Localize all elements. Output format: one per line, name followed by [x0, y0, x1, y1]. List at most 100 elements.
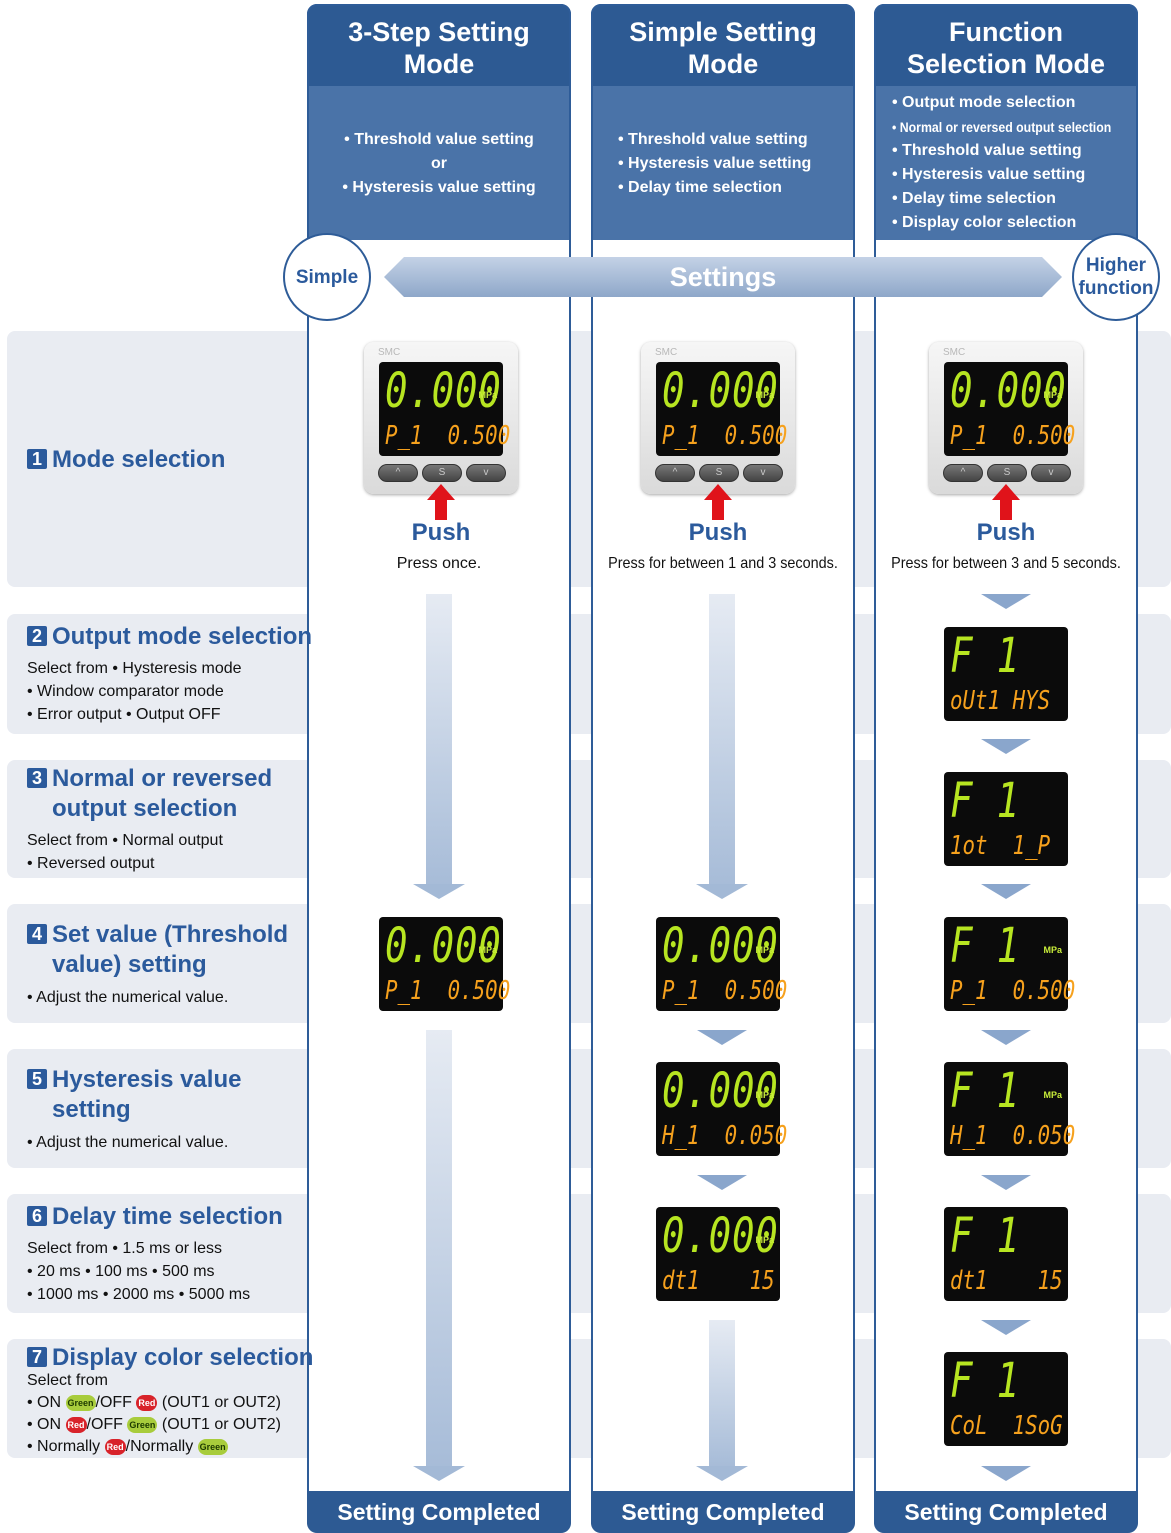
column-description-simple: • Threshold value setting • Hysteresis v…	[591, 86, 855, 240]
down-button[interactable]: v	[743, 464, 783, 482]
row-title-text-line2: output selection	[52, 795, 238, 822]
function-label: function	[1078, 278, 1154, 299]
down-button[interactable]: v	[466, 464, 506, 482]
up-button[interactable]: ^	[943, 464, 983, 482]
row-line: • 20 ms • 100 ms • 500 ms	[27, 1263, 215, 1280]
row-text-delay-time: Select from • 1.5 ms or less • 20 ms • 1…	[27, 1237, 250, 1306]
row-text-set-value: • Adjust the numerical value.	[27, 986, 228, 1009]
red-indicator: Red	[65, 1417, 87, 1433]
push-label: Push	[976, 519, 1036, 546]
row-text-display-color: Select from • ON Green/OFF Red (OUT1 or …	[27, 1370, 281, 1458]
description-item: • Display color selection	[892, 214, 1077, 231]
up-button[interactable]: ^	[378, 464, 418, 482]
row-title-text: Set value (Threshold	[52, 921, 289, 948]
column-title-line1: Simple Setting	[629, 17, 817, 47]
column-title-line2: Selection Mode	[906, 49, 1106, 79]
green-indicator: Green	[197, 1439, 228, 1455]
flow-arrow-shaft	[426, 1030, 452, 1466]
step-chevron	[981, 1175, 1031, 1190]
row-line: Select from	[27, 1372, 108, 1389]
setting-completed-function: Setting Completed	[874, 1491, 1138, 1533]
flow-arrow-head	[413, 884, 465, 899]
step-chevron	[981, 1466, 1031, 1481]
row-title-text: Display color selection	[52, 1344, 314, 1371]
row-title-text-line2: value) setting	[52, 951, 207, 978]
description-item: • Output mode selection	[892, 94, 1076, 111]
row-text-normal-reversed: Select from • Normal output • Reversed o…	[27, 829, 223, 875]
description-item: • Hysteresis value setting	[618, 155, 812, 172]
row-line: • Adjust the numerical value.	[27, 989, 229, 1006]
higher-label: Higher	[1085, 255, 1147, 276]
push-arrow-icon	[704, 484, 732, 520]
row-line: • Reversed output	[27, 855, 155, 872]
column-title-line1: Function	[949, 17, 1063, 47]
set-button[interactable]: S	[987, 464, 1027, 482]
up-button[interactable]: ^	[655, 464, 695, 482]
step-number: 6	[27, 1206, 47, 1226]
column-description-3-step: • Threshold value setting or • Hysteresi…	[307, 86, 571, 240]
device-logo: SMC	[378, 347, 401, 358]
step-number: 7	[27, 1347, 47, 1367]
push-arrow-icon	[992, 484, 1020, 520]
down-button[interactable]: v	[1031, 464, 1071, 482]
device-logo: SMC	[943, 347, 966, 358]
flow-arrow-shaft	[709, 1320, 735, 1466]
device-logo: SMC	[655, 347, 678, 358]
press-instruction: Press for between 3 and 5 seconds.	[891, 555, 1121, 572]
step-chevron	[981, 739, 1031, 754]
description-item: • Hysteresis value setting	[342, 179, 536, 196]
description-item: • Normal or reversed output selection	[892, 119, 1112, 135]
description-item: • Delay time selection	[618, 179, 782, 196]
description-item: • Delay time selection	[892, 190, 1056, 207]
row-line: • 1000 ms • 2000 ms • 5000 ms	[27, 1286, 251, 1303]
description-item: • Threshold value setting	[618, 131, 808, 148]
step-number: 1	[27, 449, 47, 469]
row-line: • Adjust the numerical value.	[27, 1134, 229, 1151]
color-option-line: • ON Red/OFF Green (OUT1 or OUT2)	[27, 1416, 281, 1433]
flow-arrow-head	[696, 1466, 748, 1481]
description-item: • Threshold value setting	[344, 131, 534, 148]
set-button[interactable]: S	[699, 464, 739, 482]
flow-arrow-shaft	[426, 594, 452, 884]
set-button[interactable]: S	[422, 464, 462, 482]
flow-arrow-head	[696, 884, 748, 899]
step-number: 3	[27, 768, 47, 788]
red-indicator: Red	[136, 1395, 158, 1411]
row-line: • Window comparator mode	[27, 683, 224, 700]
step-chevron	[697, 1175, 747, 1190]
step-number: 2	[27, 626, 47, 646]
press-instruction: Press once.	[396, 555, 482, 572]
color-option-line: • Normally Red/Normally Green	[27, 1438, 228, 1455]
setting-completed-simple: Setting Completed	[591, 1491, 855, 1533]
row-title-text: Mode selection	[52, 446, 226, 473]
press-instruction: Press for between 1 and 3 seconds.	[608, 555, 838, 572]
description-item: or	[431, 155, 447, 172]
red-indicator: Red	[104, 1439, 126, 1455]
row-title-text: Normal or reversed	[52, 765, 273, 792]
push-arrow-icon	[427, 484, 455, 520]
green-indicator: Green	[127, 1417, 158, 1433]
row-line: Select from • Hysteresis mode	[27, 660, 242, 677]
row-line: • Error output • Output OFF	[27, 706, 221, 723]
row-line: Select from • Normal output	[27, 832, 223, 849]
